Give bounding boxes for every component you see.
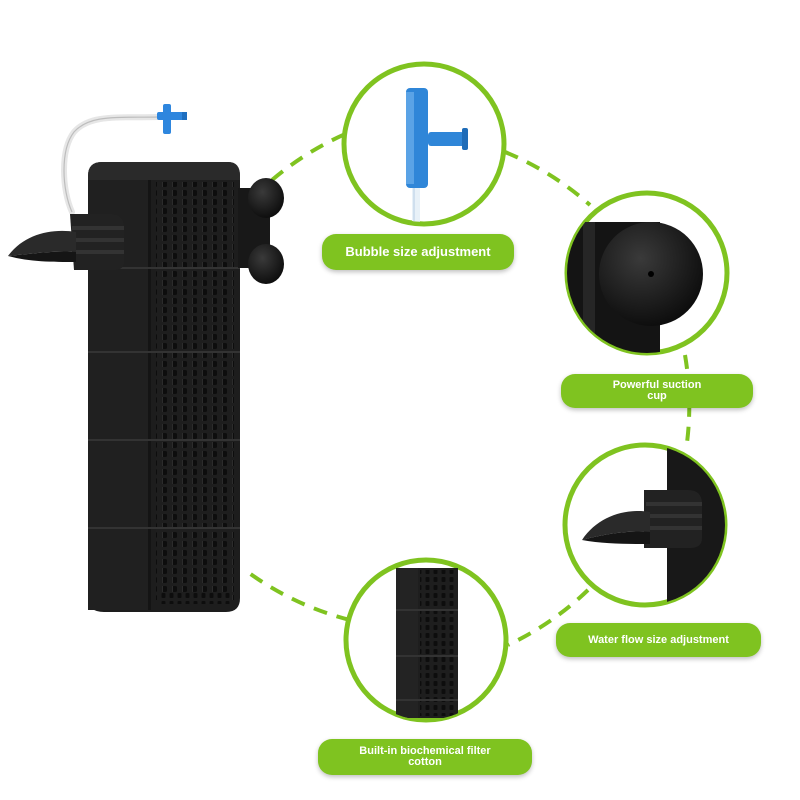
filter-cotton-label: Built-in biochemical filter cotton: [318, 739, 532, 775]
suction-cup-label-line1: Powerful suction: [612, 379, 702, 391]
water-flow-label-text: Water flow size adjustment: [588, 634, 729, 646]
bubble-callout-circle: [341, 61, 507, 227]
suction-cup-icon: [567, 222, 703, 353]
water-flow-label: Water flow size adjustment: [556, 623, 761, 657]
air-valve-icon: [406, 88, 468, 222]
filter-cotton-label-line2: cotton: [408, 756, 442, 768]
filter-pump-body: [8, 104, 284, 612]
dashed-connector: [243, 126, 692, 647]
suction-callout-circle: [564, 190, 730, 356]
filter-cotton-icon: [396, 568, 458, 718]
suction-cup-label: Powerful suction cup: [561, 374, 753, 408]
bubble-size-label: Bubble size adjustment: [322, 234, 514, 270]
filter-cotton-label-line1: Built-in biochemical filter: [359, 745, 491, 757]
flow-callout-circle: [562, 442, 728, 608]
suction-cup-label-line2: cup: [647, 390, 667, 402]
cotton-callout-circle: [343, 557, 509, 723]
bubble-size-label-text: Bubble size adjustment: [345, 244, 491, 259]
